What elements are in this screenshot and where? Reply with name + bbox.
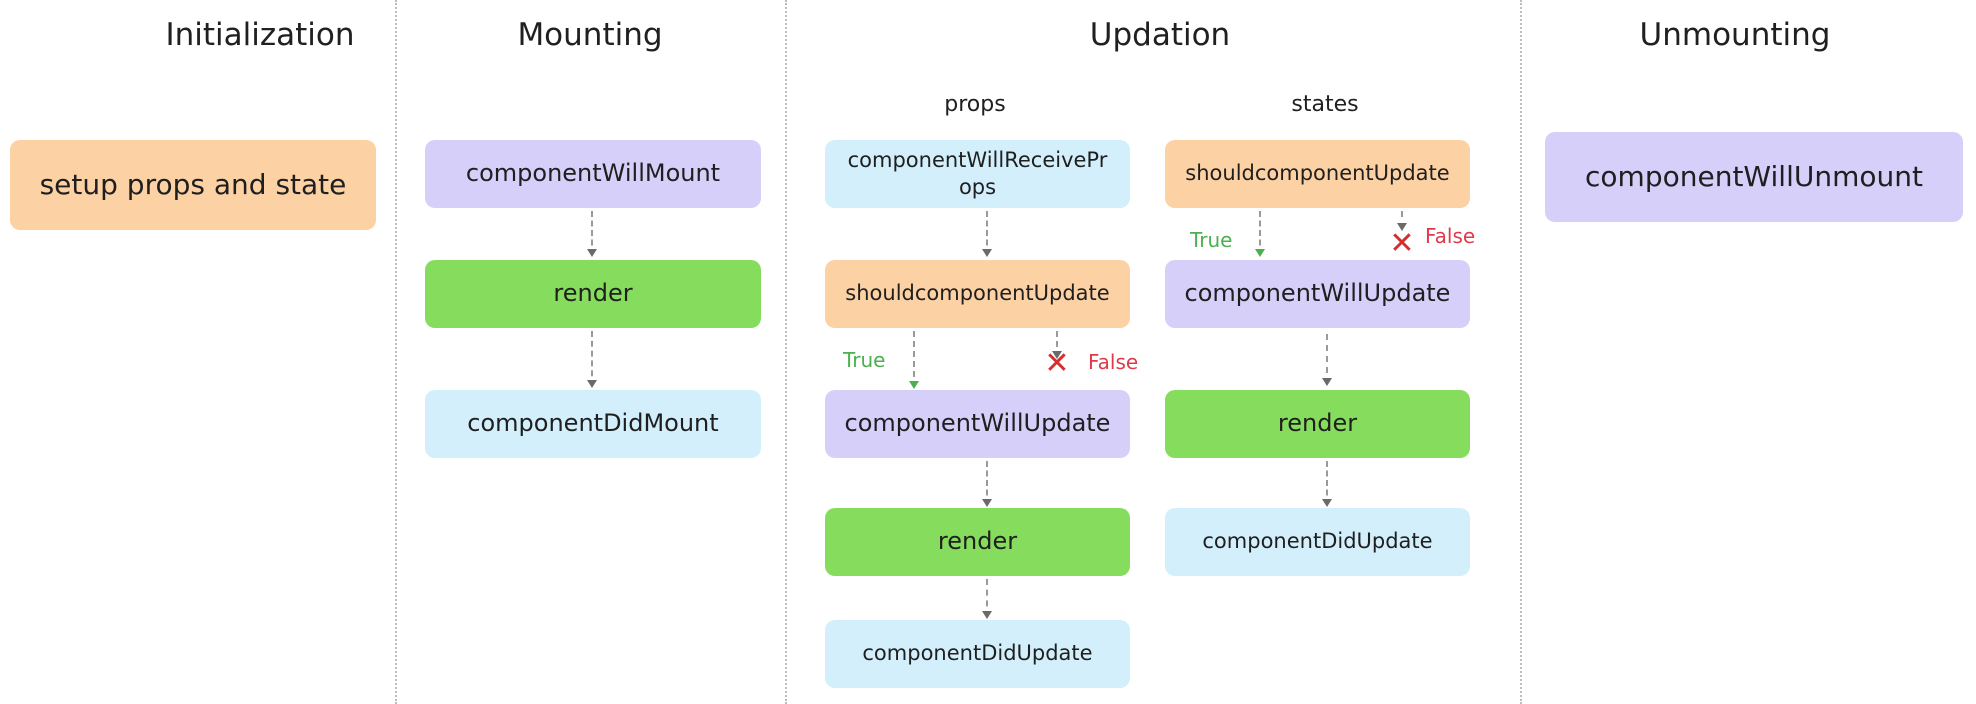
component-will-unmount-label: componentWillUnmount xyxy=(1585,159,1923,193)
props-will-receive-props-line1: componentWillReceivePr xyxy=(847,147,1108,172)
props-true-arrow xyxy=(909,331,919,389)
states-component-will-update-box: componentWillUpdate xyxy=(1165,260,1470,328)
props-arrow-1 xyxy=(982,211,992,257)
props-component-did-update-label: componentDidUpdate xyxy=(862,641,1093,666)
props-component-did-update-box: componentDidUpdate xyxy=(825,620,1130,688)
states-false-arrow xyxy=(1397,211,1407,231)
mounting-component-did-mount-box: componentDidMount xyxy=(425,390,761,458)
props-subtitle: props xyxy=(944,92,1006,117)
mounting-arrow-1 xyxy=(587,211,597,257)
states-subtitle: states xyxy=(1291,92,1359,117)
mounting-component-will-mount-label: componentWillMount xyxy=(465,159,721,188)
props-component-will-update-label: componentWillUpdate xyxy=(844,409,1111,438)
mounting-render-label: render xyxy=(553,279,633,308)
column-title-mounting: Mounting xyxy=(517,17,663,53)
states-render-label: render xyxy=(1277,409,1358,438)
states-true-arrow xyxy=(1255,211,1265,257)
component-will-unmount-box: componentWillUnmount xyxy=(1545,132,1963,222)
props-false-label: False xyxy=(1088,350,1139,374)
states-render-box: render xyxy=(1165,390,1470,458)
mounting-render-box: render xyxy=(425,260,761,328)
props-arrow-3 xyxy=(982,461,992,507)
states-false-label: False xyxy=(1425,224,1476,248)
props-component-will-receive-props-box: componentWillReceivePr ops xyxy=(825,140,1130,208)
states-component-will-update-label: componentWillUpdate xyxy=(1184,279,1451,308)
mounting-component-will-mount-box: componentWillMount xyxy=(425,140,761,208)
props-render-label: render xyxy=(937,527,1018,556)
states-arrow-3 xyxy=(1322,461,1332,507)
column-title-unmounting: Unmounting xyxy=(1639,17,1831,53)
setup-props-and-state-label: setup props and state xyxy=(39,167,347,201)
props-true-label: True xyxy=(843,348,886,372)
column-title-updation: Updation xyxy=(1089,17,1231,53)
states-component-did-update-label: componentDidUpdate xyxy=(1202,529,1433,554)
props-false-arrow xyxy=(1052,331,1062,359)
props-will-receive-props-line2: ops xyxy=(958,175,997,199)
props-should-component-update-box: shouldcomponentUpdate xyxy=(825,260,1130,328)
states-component-did-update-box: componentDidUpdate xyxy=(1165,508,1470,576)
divider-init-mount xyxy=(395,0,397,704)
states-should-component-update-label: shouldcomponentUpdate xyxy=(1185,161,1450,186)
setup-props-and-state-box: setup props and state xyxy=(10,140,376,230)
column-title-initialization: Initialization xyxy=(165,17,355,53)
states-true-label: True xyxy=(1190,228,1233,252)
props-should-component-update-label: shouldcomponentUpdate xyxy=(845,281,1110,306)
props-false-x-icon: ✕ xyxy=(1044,346,1070,381)
states-arrow-2 xyxy=(1322,334,1332,386)
props-arrow-4 xyxy=(982,579,992,619)
states-false-x-icon: ✕ xyxy=(1389,226,1415,261)
mounting-component-did-mount-label: componentDidMount xyxy=(467,409,719,438)
states-should-component-update-box: shouldcomponentUpdate xyxy=(1165,140,1470,208)
mounting-arrow-2 xyxy=(587,331,597,388)
divider-mount-update xyxy=(785,0,787,704)
props-component-will-update-box: componentWillUpdate xyxy=(825,390,1130,458)
divider-update-unmount xyxy=(1520,0,1522,704)
props-render-box: render xyxy=(825,508,1130,576)
